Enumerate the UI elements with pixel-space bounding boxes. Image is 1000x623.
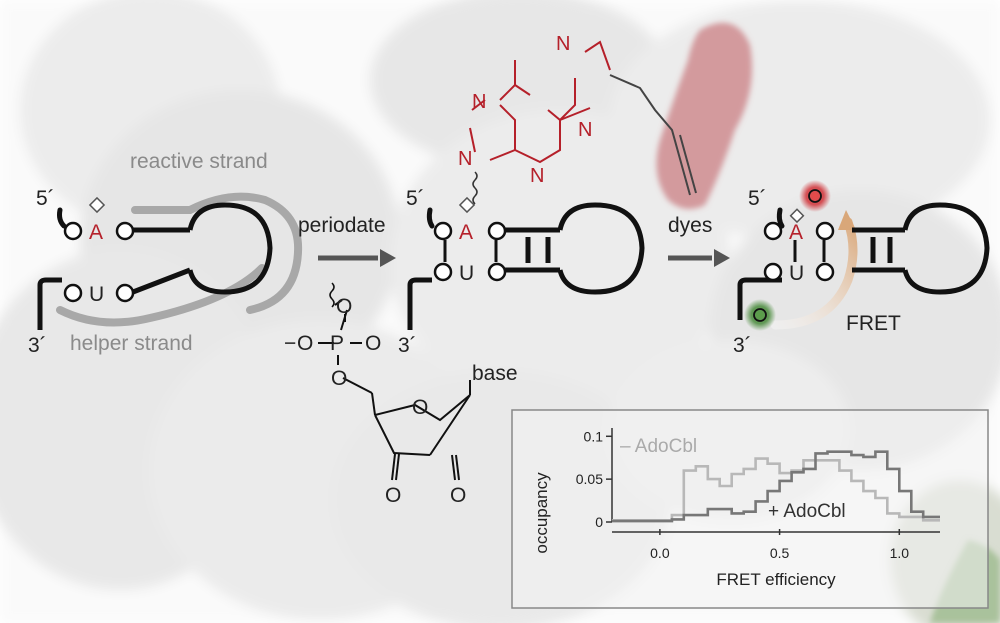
p3-nucleotide-a: A	[789, 221, 803, 244]
acceptor-dye	[799, 180, 831, 212]
aldehyde-o-left: O	[385, 484, 401, 507]
donor-dye	[744, 299, 776, 331]
periodate-label: periodate	[298, 214, 386, 237]
step-periodate: periodate	[298, 214, 396, 267]
p1-three-prime: 3´	[28, 334, 47, 357]
hairpin-loop	[187, 202, 273, 295]
base-label: base	[472, 362, 518, 385]
x-axis-label: FRET efficiency	[716, 570, 836, 589]
reactive-strand-label: reactive strand	[130, 150, 268, 173]
series-line-plus-adocbl	[612, 450, 940, 523]
p3-nucleotide-u: U	[789, 262, 804, 285]
hairpin-loop-3	[902, 202, 990, 295]
top-strand	[57, 207, 67, 229]
bottom-strand	[37, 277, 62, 330]
y-tick-label: 0	[595, 514, 603, 530]
panel-unmodified-construct: 5´ A U 3´ reactive strand helper strand	[28, 150, 303, 357]
phosphate-o-lower: O	[331, 367, 347, 390]
helper-strand-label: helper strand	[70, 332, 193, 355]
p1-five-prime: 5´	[36, 187, 55, 210]
n-label-3: N	[458, 148, 472, 170]
p3-three-prime: 3´	[733, 334, 752, 357]
n-label-2: N	[472, 91, 486, 113]
step-dyes: dyes	[668, 214, 730, 267]
arrow-right-icon-2	[714, 249, 730, 267]
phosphate-o-double: O	[365, 332, 381, 355]
phosphorus-atom: P	[330, 332, 344, 355]
propargyl-chain	[609, 74, 697, 196]
etheno-adenine-structure	[469, 40, 611, 164]
aldehyde-o-right: O	[450, 484, 466, 507]
fret-histogram-inset: 0 0.05 0.1 0.0 0.5 1.0 occupancy FRET efficie…	[511, 409, 989, 609]
n-label-1: N	[556, 33, 570, 55]
p1-nucleotide-u: U	[89, 283, 104, 306]
x-tick-label: 0.5	[770, 545, 790, 561]
x-tick-label: 1.0	[890, 545, 910, 561]
chart-axes: 0 0.05 0.1 0.0 0.5 1.0	[576, 428, 940, 561]
p2-nucleotide-u: U	[459, 262, 474, 285]
phosphate-minus: −	[284, 332, 296, 355]
ring-oxygen: O	[412, 396, 428, 419]
hairpin-loop-2	[557, 202, 645, 295]
y-axis-label: occupancy	[532, 472, 551, 554]
n-label-4: N	[578, 119, 592, 141]
p1-nucleotide-a: A	[89, 221, 103, 244]
panel-modified-construct: N N N N N 5´ A U 3´	[398, 33, 697, 357]
phosphate-o-top: O	[336, 295, 352, 318]
reactive-strand-guide	[131, 192, 303, 314]
fret-arrow	[770, 217, 858, 330]
inset-frame	[511, 409, 989, 609]
legend-plus-adocbl: + AdoCbl	[768, 501, 846, 522]
panel-labeled-construct: 5´ A U 3´ FRET	[733, 180, 990, 357]
fret-arrowhead-icon	[838, 210, 856, 230]
dyes-label: dyes	[668, 214, 712, 237]
n-label-5: N	[530, 165, 544, 187]
p3-five-prime: 5´	[748, 187, 767, 210]
y-tick-label: 0.05	[576, 471, 603, 487]
oxidized-ribose-structure	[318, 282, 471, 481]
phosphate-o-minus: O	[297, 332, 313, 355]
fret-label: FRET	[846, 312, 901, 335]
helper-strand-guide	[56, 264, 266, 327]
p2-five-prime: 5´	[406, 187, 425, 210]
structure-atom-labels: − O O P O O O base O O	[284, 295, 518, 507]
p2-three-prime: 3´	[398, 334, 417, 357]
legend-minus-adocbl: – AdoCbl	[620, 436, 697, 457]
p2-nucleotide-a: A	[459, 221, 473, 244]
arrow-right-icon	[380, 249, 396, 267]
y-tick-label: 0.1	[584, 428, 604, 444]
chart-series	[612, 450, 940, 523]
x-tick-label: 0.0	[650, 545, 670, 561]
series-line-minus-adocbl	[612, 457, 940, 522]
